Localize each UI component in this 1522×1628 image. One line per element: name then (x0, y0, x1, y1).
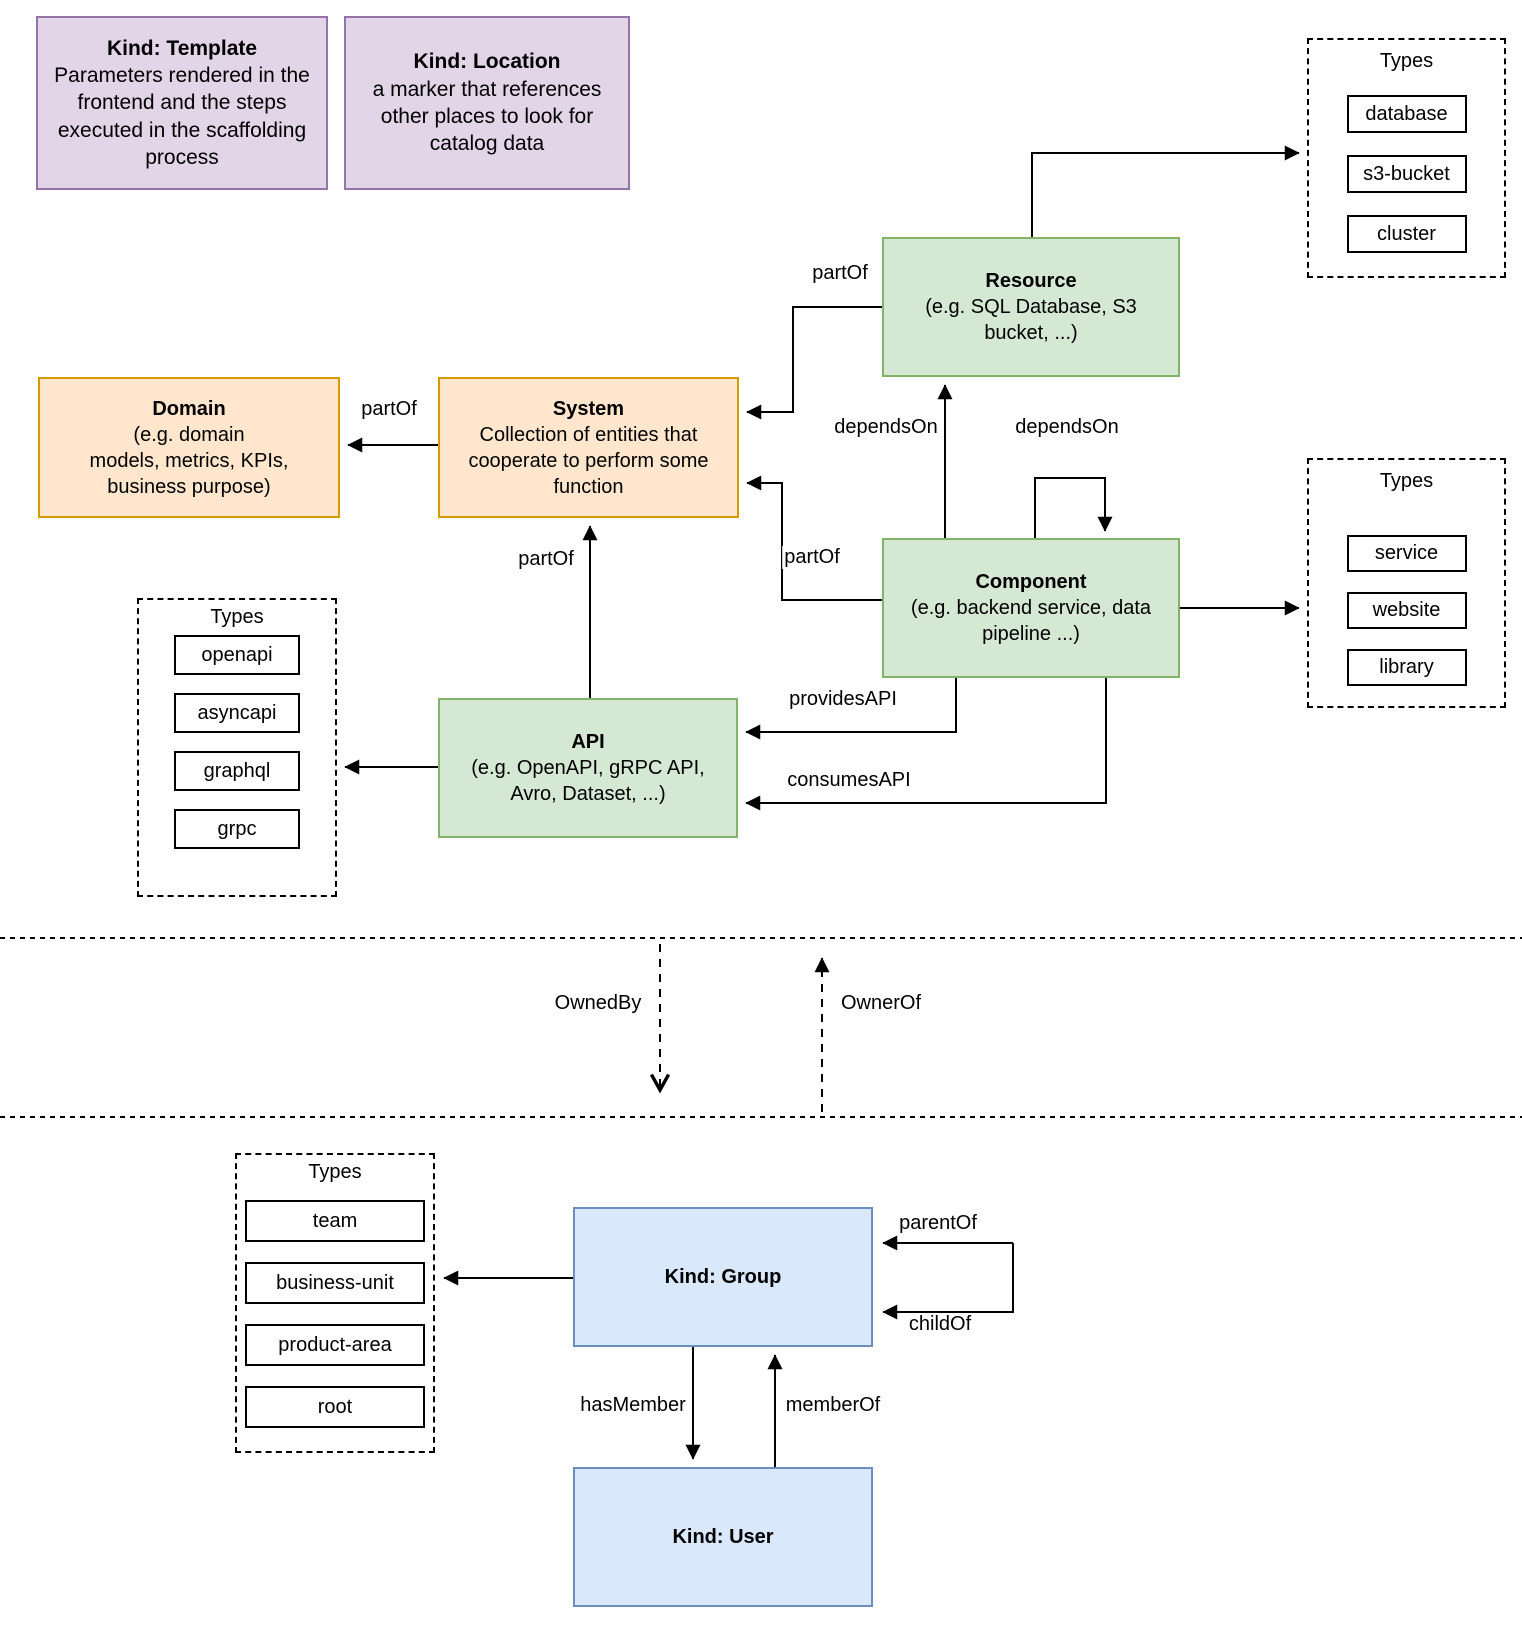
node-title: Kind: User (672, 1526, 774, 1548)
node-component: Component (e.g. backend service, data pi… (882, 538, 1180, 678)
node-title: Kind: Template (106, 36, 258, 60)
edge-dependson-component-selfloop (1034, 477, 1113, 538)
node-description: (e.g. OpenAPI, gRPC API, Avro, Dataset, … (471, 757, 705, 805)
node-kind-group: Kind: Group (573, 1207, 873, 1347)
type-item-graphql: graphql (174, 751, 300, 791)
node-title: API (571, 731, 605, 753)
edge-label-partof: partOf (782, 546, 842, 569)
types-group-group: Types team business-unit product-area ro… (235, 1153, 435, 1453)
node-title: Domain (152, 397, 226, 420)
type-item-product-area: product-area (245, 1324, 425, 1366)
edge-label-partof: partOf (516, 548, 576, 571)
edge-label-partof: partOf (359, 398, 419, 421)
node-title: Kind: Group (664, 1266, 782, 1288)
node-description: (e.g. domain models, metrics, KPIs, busi… (89, 423, 289, 498)
edge-partof-resource-to-system (746, 306, 882, 420)
edge-label-childof: childOf (906, 1313, 974, 1336)
edge-resource-to-types (1031, 145, 1300, 237)
node-title: Resource (985, 270, 1077, 292)
types-group-component: Types service website library (1307, 458, 1506, 708)
edge-label-parentof: parentOf (897, 1212, 979, 1235)
types-group-title: Types (210, 606, 264, 628)
node-title: Component (975, 571, 1087, 593)
node-description: Collection of entities that cooperate to… (468, 423, 709, 498)
type-item-cluster: cluster (1346, 215, 1467, 253)
edge-label-partof: partOf (810, 262, 870, 285)
node-description: (e.g. backend service, data pipeline ...… (910, 597, 1152, 645)
types-group-title: Types (1379, 50, 1434, 72)
edge-label-hasmember: hasMember (578, 1394, 688, 1417)
edge-label-dependson: dependsOn (832, 416, 940, 439)
types-group-api: Types openapi asyncapi graphql grpc (137, 598, 337, 897)
node-domain: Domain (e.g. domain models, metrics, KPI… (38, 377, 340, 518)
edge-partof-component-to-system (746, 475, 882, 601)
types-group-resource: Types database s3-bucket cluster (1307, 38, 1506, 278)
node-description: (e.g. SQL Database, S3 bucket, ...) (925, 296, 1137, 344)
node-kind-template: Kind: Template Parameters rendered in th… (36, 16, 328, 190)
type-item-website: website (1346, 592, 1467, 629)
type-item-grpc: grpc (174, 809, 300, 849)
node-resource: Resource (e.g. SQL Database, S3 bucket, … (882, 237, 1180, 377)
node-description: a marker that references other places to… (372, 77, 602, 156)
edge-label-dependson: dependsOn (1013, 416, 1121, 439)
type-item-library: library (1346, 649, 1467, 686)
type-item-openapi: openapi (174, 635, 300, 675)
node-title: System (552, 397, 625, 420)
edge-providesapi-component-to-api (745, 678, 957, 740)
type-item-business-unit: business-unit (245, 1262, 425, 1304)
node-api: API (e.g. OpenAPI, gRPC API, Avro, Datas… (438, 698, 738, 838)
type-item-asyncapi: asyncapi (174, 693, 300, 733)
edge-label-memberof: memberOf (783, 1394, 883, 1417)
edge-consumesapi-component-to-api (745, 678, 1107, 811)
node-system: System Collection of entities that coope… (438, 377, 739, 518)
type-item-s3-bucket: s3-bucket (1346, 155, 1467, 193)
node-description: Parameters rendered in the frontend and … (54, 64, 310, 169)
edge-label-providesapi: providesAPI (787, 688, 899, 711)
types-group-title: Types (1379, 470, 1434, 492)
node-kind-user: Kind: User (573, 1467, 873, 1607)
node-title: Kind: Location (413, 50, 561, 74)
node-kind-location: Kind: Location a marker that references … (344, 16, 630, 190)
edge-label-ownedby: OwnedBy (552, 992, 644, 1015)
types-group-title: Types (308, 1161, 362, 1183)
type-item-team: team (245, 1200, 425, 1242)
type-item-root: root (245, 1386, 425, 1428)
edge-childof-group (882, 1243, 1014, 1320)
type-item-service: service (1346, 535, 1467, 572)
type-item-database: database (1346, 95, 1467, 133)
edge-label-consumesapi: consumesAPI (785, 769, 913, 792)
edge-label-ownerof: OwnerOf (838, 992, 924, 1015)
